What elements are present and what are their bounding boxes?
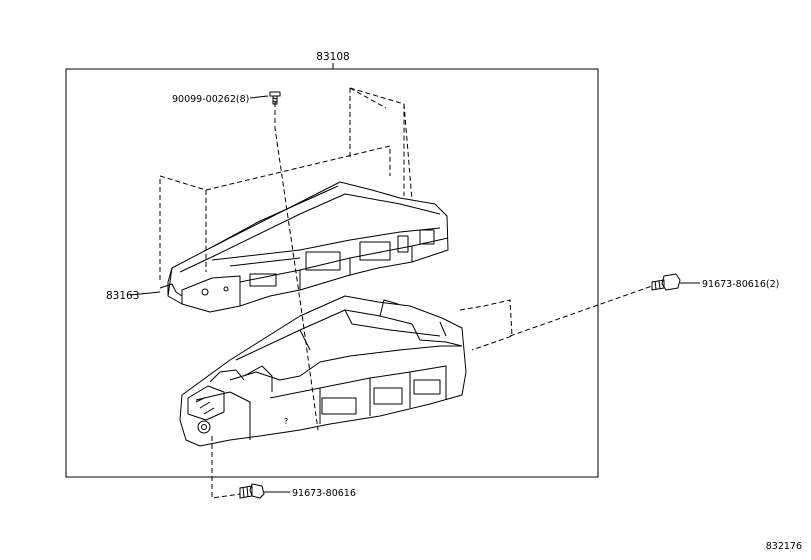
screw-top (269, 91, 281, 105)
svg-text:?: ? (284, 417, 288, 426)
upper-cover-part (159, 181, 449, 313)
screw-top-label: 90099-00262(8) (172, 94, 249, 105)
assembly-dashed-lines (159, 87, 653, 499)
cover-part-label: 83163 (106, 290, 139, 302)
assembly-number-label: 83108 (316, 51, 349, 63)
figure-number: 832176 (766, 541, 802, 552)
screw-right-label: 91673-80616(2) (702, 279, 779, 290)
screw-right (651, 273, 681, 291)
assembly-frame (65, 68, 599, 478)
cover-leader (129, 291, 161, 296)
lower-case-part: ? (179, 295, 467, 447)
screw-top-leader (249, 95, 269, 99)
screw-bottom (239, 483, 265, 499)
screw-bottom-label: 91673-80616 (292, 488, 356, 499)
